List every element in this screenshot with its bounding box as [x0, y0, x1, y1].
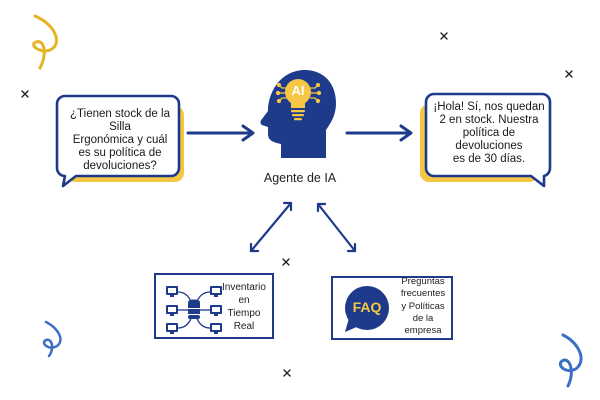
reply-message-line: es de 30 días.: [452, 153, 526, 165]
database-network-icon: [166, 286, 222, 334]
faq-label-line: y Políticas: [401, 300, 445, 312]
squiggle-blue-right-decoration: [559, 333, 583, 388]
user-message-line: es su política de: [78, 147, 162, 159]
agent-label: Agente de IA: [263, 171, 337, 185]
faq-badge-text: FAQ: [352, 299, 382, 315]
user-message-line: devoluciones?: [83, 160, 157, 172]
arrow-user-to-agent: [186, 124, 255, 142]
faq-label-line: frecuentes: [400, 288, 446, 300]
arrow-agent-inventory-bidirectional: [249, 201, 293, 253]
ai-head-lightbulb-icon: [260, 69, 336, 158]
inventory-box: Inventario en Tiempo Real: [154, 273, 274, 339]
user-message-line: Silla: [109, 121, 131, 133]
reply-message-line: 2 en stock. Nuestra: [439, 114, 539, 126]
faq-box: FAQ Preguntas frecuentes y Políticas de …: [331, 276, 453, 340]
inventory-label-line: Real: [233, 321, 255, 332]
reply-message-line: ¡Hola! Sí, nos quedan: [433, 101, 545, 113]
inventory-label-line: Inventario: [222, 282, 266, 293]
reply-message-line: devoluciones: [455, 140, 523, 152]
reply-message-line: política de: [462, 127, 516, 139]
faq-label-line: de la: [412, 312, 434, 324]
inventory-label-line: en: [238, 295, 250, 306]
user-bubble-shape: [55, 94, 184, 188]
faq-label-line: Preguntas: [401, 276, 445, 287]
agent-reply-message: ¡Hola! Sí, nos quedan 2 en stock. Nuestr…: [428, 101, 550, 166]
inventory-label-line: Tiempo: [227, 308, 261, 319]
faq-label-line: empresa: [404, 325, 442, 337]
arrow-agent-faq-bidirectional: [316, 202, 357, 253]
arrow-agent-to-reply: [345, 124, 413, 142]
sparkle-decoration: [21, 32, 573, 377]
faq-speech-bubble-icon: [345, 286, 389, 332]
faq-label: Preguntas frecuentes y Políticas de la e…: [395, 276, 451, 337]
user-message: ¿Tienen stock de la Silla Ergonómica y c…: [60, 108, 180, 173]
squiggle-blue-left-decoration: [42, 320, 62, 358]
inventory-label: Inventario en Tiempo Real: [216, 281, 272, 333]
user-message-line: Ergonómica y cuál: [72, 134, 168, 146]
squiggle-yellow-decoration: [32, 14, 58, 70]
user-message-line: ¿Tienen stock de la: [70, 108, 170, 120]
reply-bubble-shape: [420, 92, 552, 188]
ai-badge-text: AI: [291, 83, 305, 98]
